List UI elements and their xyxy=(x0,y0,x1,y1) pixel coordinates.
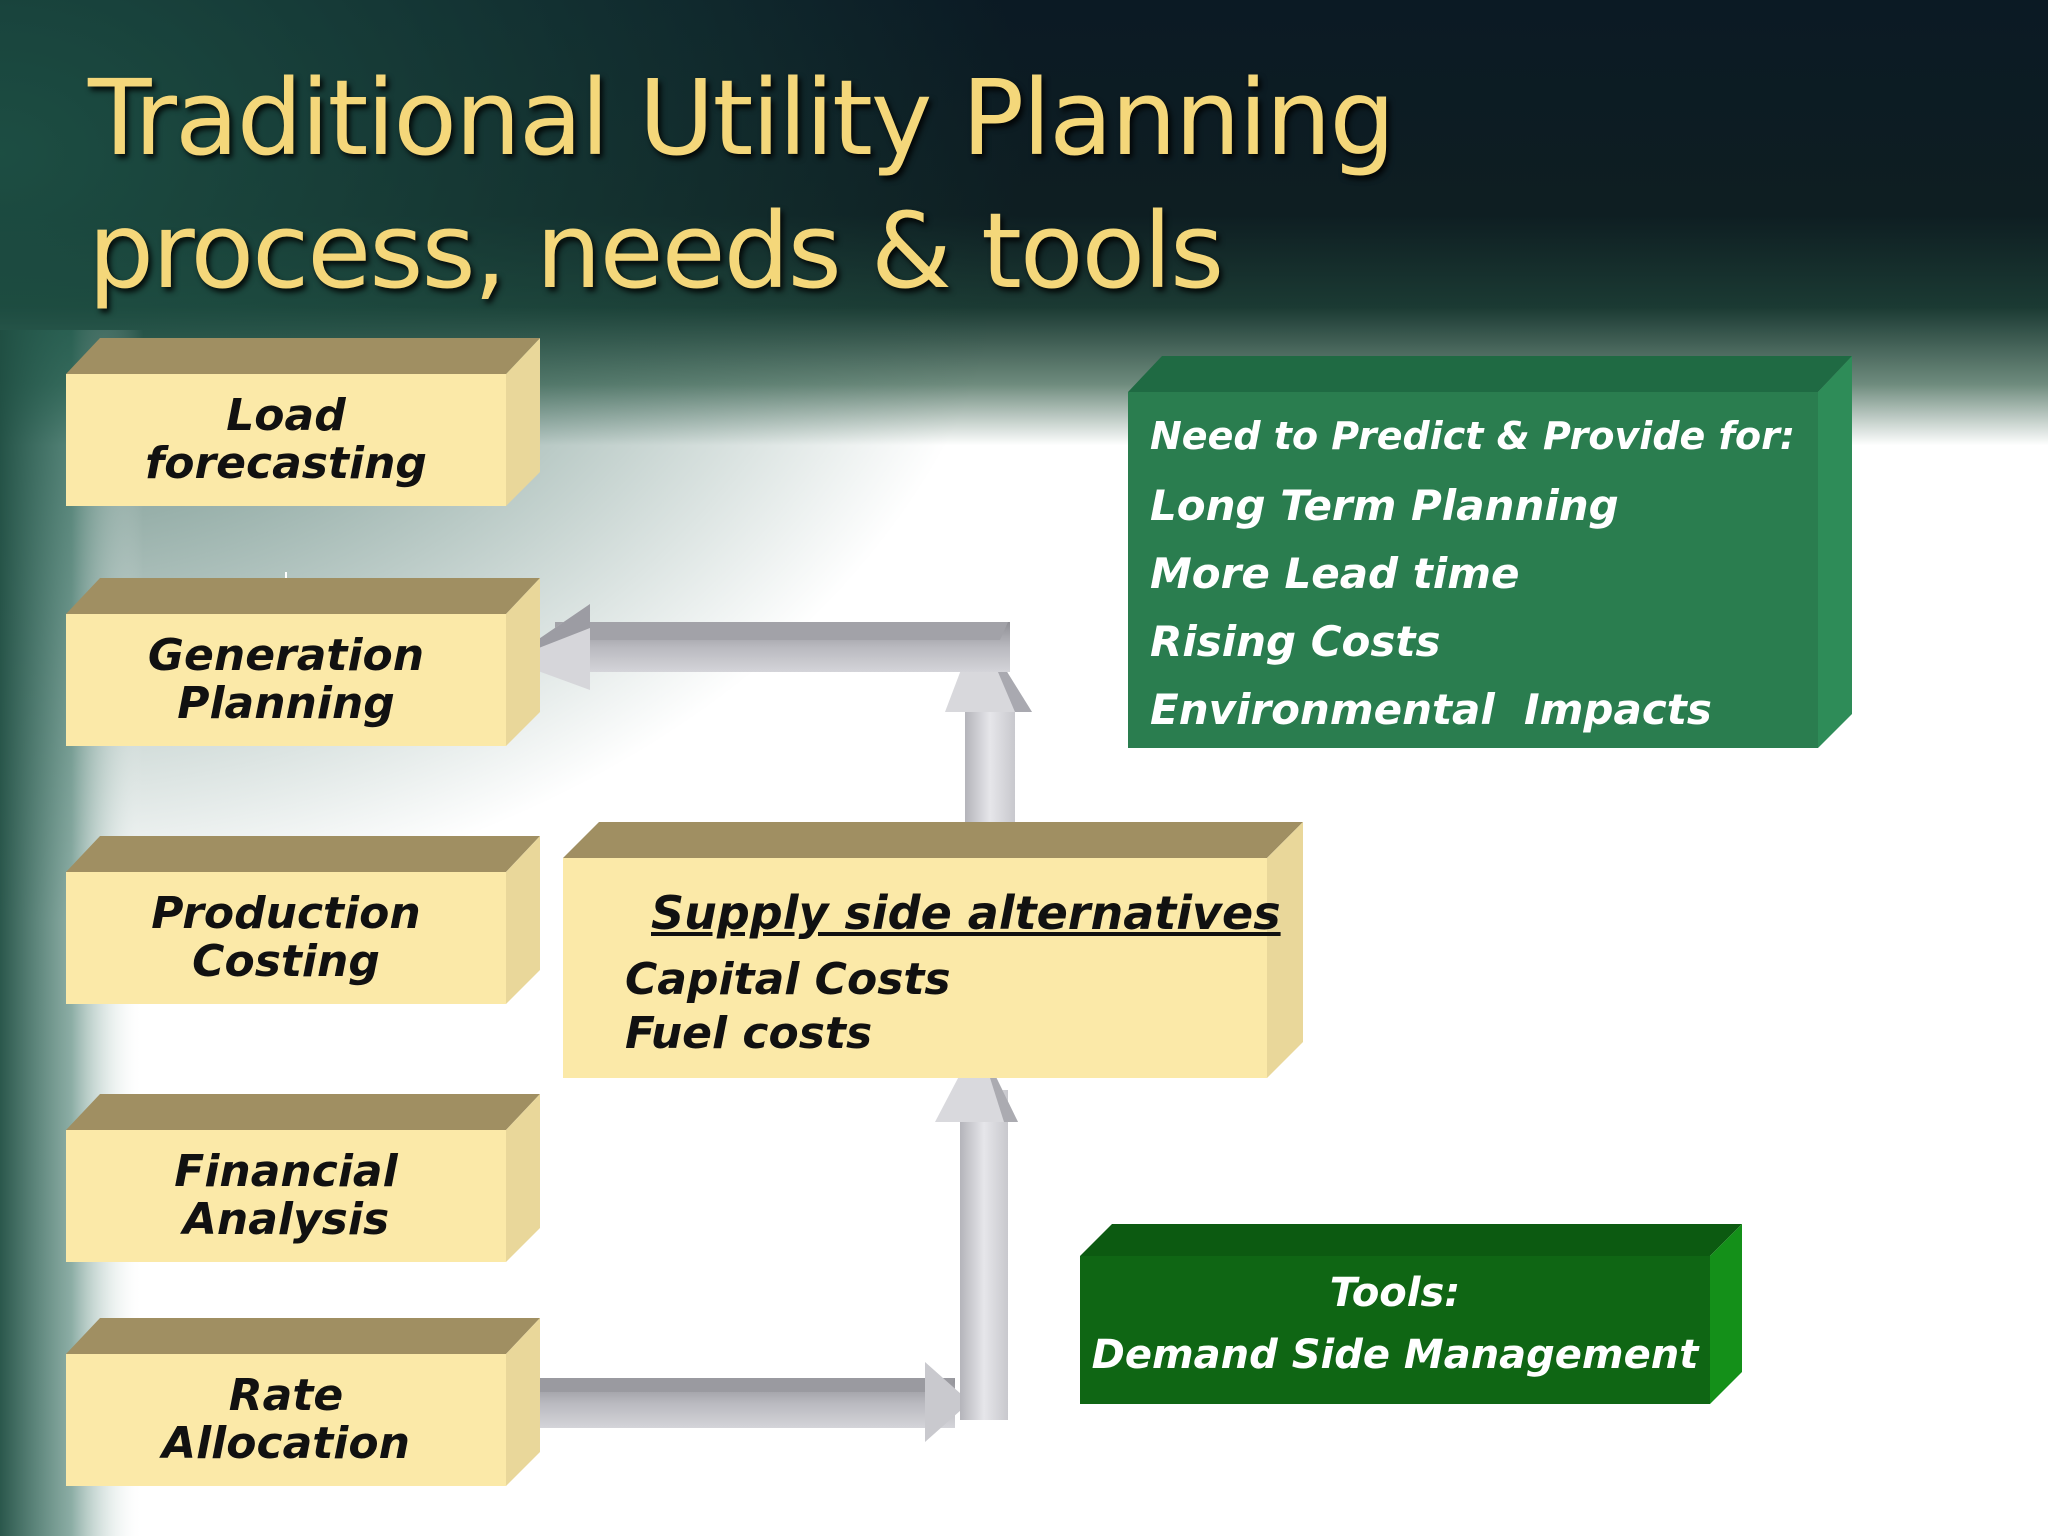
title-line-2: process, needs & tools xyxy=(88,190,1224,312)
need-item: Long Term Planning xyxy=(1150,481,1619,530)
tools-heading: Tools: xyxy=(1329,1270,1461,1316)
step-label-line-2: Allocation xyxy=(162,1418,410,1469)
title-line-1: Traditional Utility Planning xyxy=(88,57,1396,179)
step-label-line-1: Load xyxy=(226,390,346,441)
tools-box xyxy=(1080,1224,1742,1404)
step-label-line-2: Analysis xyxy=(182,1194,390,1245)
arrow-rate-to-supply xyxy=(505,1040,1018,1442)
step-label-line-1: Generation xyxy=(147,630,425,681)
supply-heading: Supply side alternatives xyxy=(651,886,1281,940)
step-label-line-2: forecasting xyxy=(145,438,427,489)
need-heading: Need to Predict & Provide for: xyxy=(1150,414,1796,458)
need-item: Environmental Impacts xyxy=(1150,685,1712,734)
supply-side-text: Supply side alternatives Capital Costs F… xyxy=(565,858,1281,1076)
step-label-line-1: Rate xyxy=(228,1370,344,1421)
step-label-line-2: Costing xyxy=(192,936,380,987)
need-box-text: Need to Predict & Provide for: Long Term… xyxy=(1150,400,1830,744)
step-label-line-2: Planning xyxy=(177,678,395,729)
tools-item: Demand Side Management xyxy=(1091,1332,1699,1378)
supply-line-2: Fuel costs xyxy=(625,1008,873,1059)
need-item: More Lead time xyxy=(1150,549,1520,598)
slide-title: Traditional Utility Planning process, ne… xyxy=(88,52,1488,318)
tools-box-text: Tools: Demand Side Management xyxy=(1082,1250,1708,1398)
supply-line-1: Capital Costs xyxy=(625,954,951,1005)
step-label-line-1: Production xyxy=(151,888,421,939)
need-item: Rising Costs xyxy=(1150,617,1441,666)
need-box xyxy=(1128,356,1852,748)
step-label-line-1: Financial xyxy=(174,1146,398,1197)
